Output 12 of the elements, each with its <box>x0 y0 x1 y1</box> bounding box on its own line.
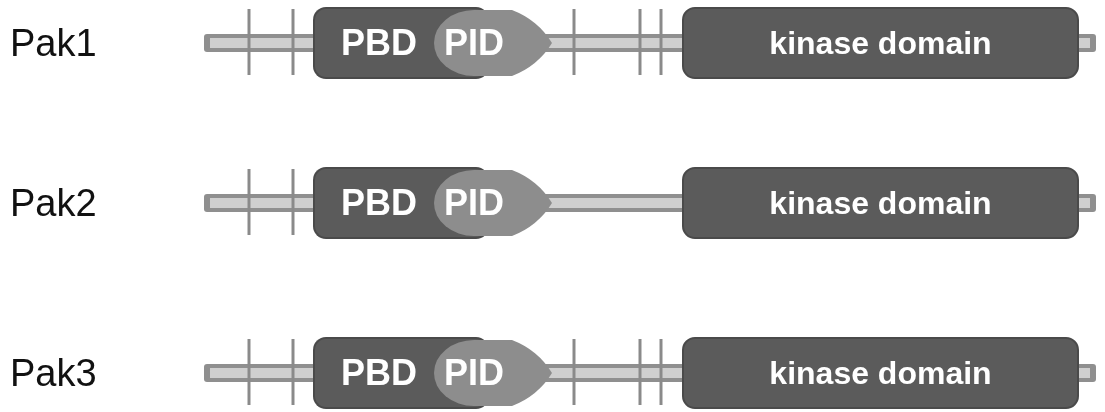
protein-label: Pak1 <box>10 21 97 65</box>
domain-box: PBD <box>313 337 434 409</box>
domain-box: kinase domain <box>682 337 1079 409</box>
domain-label: PID <box>444 22 504 64</box>
domain-label: PID <box>444 182 504 224</box>
protein-label: Pak2 <box>10 181 97 225</box>
domain-box: PBD <box>313 7 434 79</box>
domain-box: kinase domain <box>682 7 1079 79</box>
domain-box: PBD <box>313 167 434 239</box>
protein-label: Pak3 <box>10 351 97 395</box>
domain-label: PID <box>444 352 504 394</box>
domain-box: kinase domain <box>682 167 1079 239</box>
